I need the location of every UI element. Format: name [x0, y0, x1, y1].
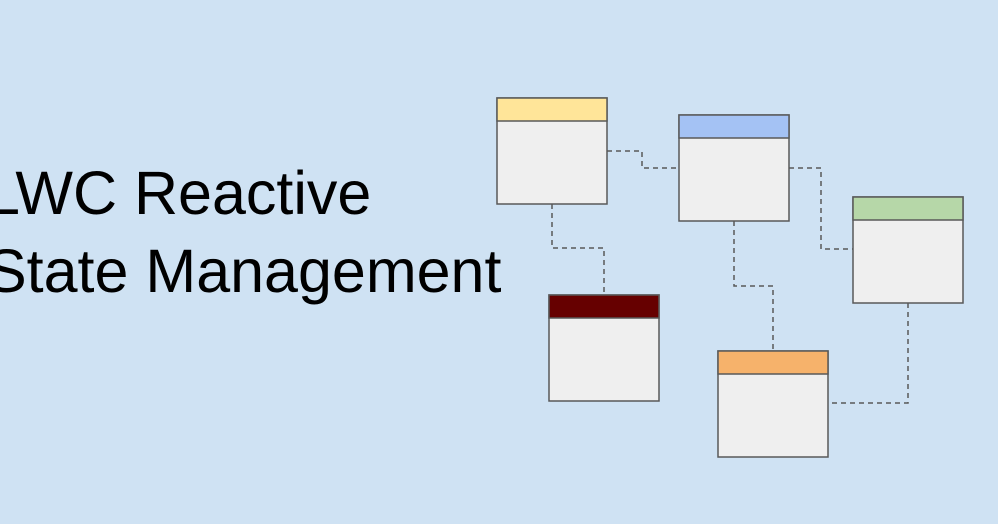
title-line-1: LWC Reactive [0, 159, 372, 227]
connector-blue-green [789, 167, 853, 250]
card-header [678, 114, 790, 139]
card-header [717, 350, 829, 375]
page-title: LWC Reactive State Management [0, 154, 501, 310]
table-card-green [852, 196, 964, 304]
connectors [551, 150, 909, 404]
connector-yellow-blue [607, 150, 679, 169]
card-header [548, 294, 660, 319]
table-card-yellow [496, 97, 608, 205]
table-card-blue [678, 114, 790, 222]
connector-green-orange [829, 303, 909, 404]
connector-yellow-maroon [551, 204, 605, 295]
connector-blue-orange [733, 221, 774, 351]
card-header [852, 196, 964, 221]
table-card-orange [717, 350, 829, 458]
card-header [496, 97, 608, 122]
table-card-maroon [548, 294, 660, 402]
title-line-2: State Management [0, 237, 502, 305]
